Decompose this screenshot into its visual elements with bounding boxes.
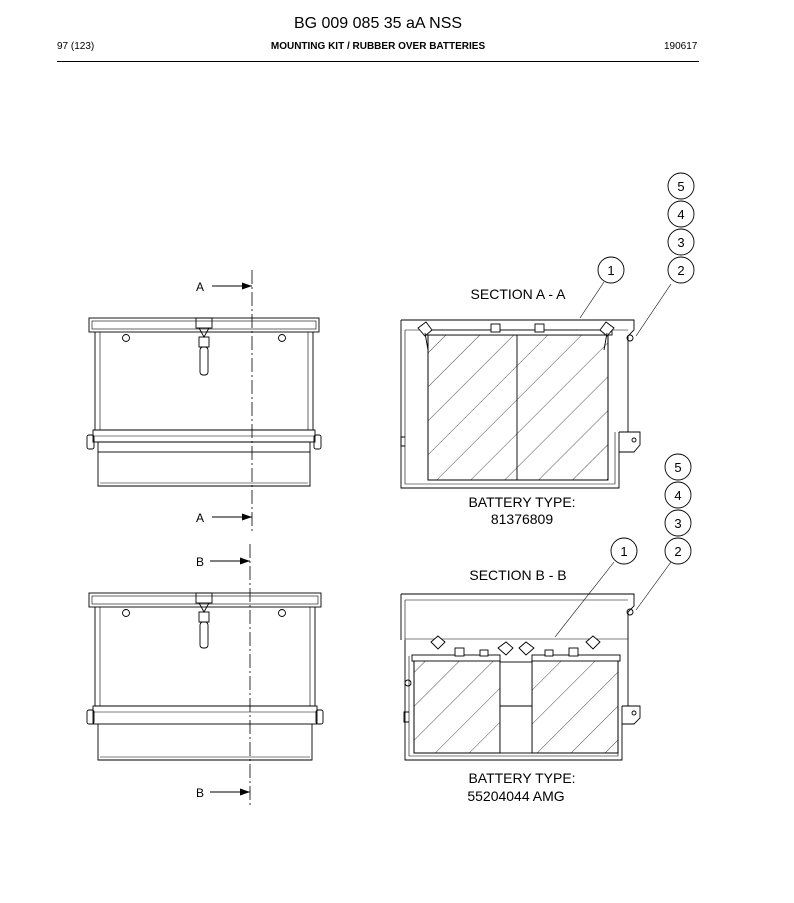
wing-nut-icon (585, 635, 601, 650)
callout-a-5: 5 (667, 172, 695, 200)
section-marker-b-top: B (196, 555, 204, 569)
svg-text:5: 5 (674, 460, 681, 475)
callout-b-5: 5 (664, 453, 692, 481)
header-rule (57, 61, 699, 62)
callout-b-2: 2 (664, 537, 692, 565)
section-b-title: SECTION B - B (469, 567, 566, 583)
svg-text:2: 2 (677, 263, 684, 278)
callout-a-1: 1 (597, 256, 625, 284)
section-marker-a-bottom: A (196, 511, 204, 525)
svg-text:1: 1 (620, 544, 627, 559)
callout-a-2: 2 (667, 256, 695, 284)
section-a-title: SECTION A - A (471, 286, 567, 302)
latch-icon (195, 317, 213, 376)
section-a-battery-type: 81376809 (491, 511, 554, 527)
front-view-b (86, 592, 324, 761)
section-b-b-drawing (400, 561, 672, 761)
callout-a-4: 4 (667, 200, 695, 228)
svg-text:4: 4 (674, 488, 681, 503)
callout-a-3: 3 (667, 228, 695, 256)
section-a-battery-label: BATTERY TYPE: (468, 494, 575, 510)
svg-text:2: 2 (674, 544, 681, 559)
callout-b-4: 4 (664, 481, 692, 509)
wing-nut-icon (417, 321, 433, 351)
callout-b-3: 3 (664, 509, 692, 537)
section-marker-b-bottom: B (196, 786, 204, 800)
page-title: MOUNTING KIT / RUBBER OVER BATTERIES (270, 41, 486, 52)
section-b-battery-label: BATTERY TYPE: (468, 770, 575, 786)
section-marker-a-top: A (196, 280, 204, 294)
document-number: BG 009 085 35 aA NSS (293, 15, 463, 32)
page-number: 97 (123) (57, 41, 95, 52)
section-a-a-drawing (400, 281, 672, 489)
callout-b-1: 1 (610, 537, 638, 565)
latch-icon (195, 592, 213, 649)
svg-text:5: 5 (677, 179, 684, 194)
front-view-a (86, 317, 322, 487)
wing-nut-icon (599, 321, 615, 351)
document-date: 190617 (664, 41, 698, 52)
svg-text:3: 3 (674, 516, 681, 531)
svg-text:3: 3 (677, 235, 684, 250)
wing-nut-icon (497, 641, 514, 656)
section-b-battery-type: 55204044 AMG (467, 788, 564, 804)
svg-text:4: 4 (677, 207, 684, 222)
svg-text:1: 1 (607, 263, 614, 278)
wing-nut-icon (518, 641, 535, 656)
wing-nut-icon (430, 635, 446, 650)
